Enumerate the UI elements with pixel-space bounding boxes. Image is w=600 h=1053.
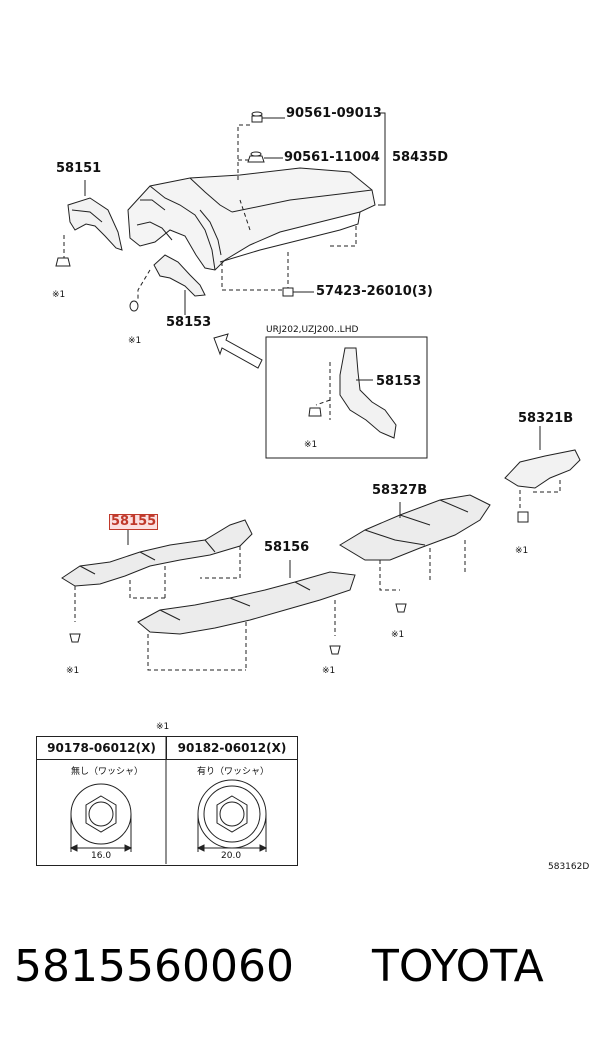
table-header-col1: 90178-06012(X) [37, 737, 167, 760]
table-desc-col1: 無し（ワッシャ） [71, 767, 144, 777]
heat-insulator-58435d [127, 167, 376, 271]
note-mark: ※1 [66, 666, 80, 676]
footer-part-number: 5815560060 [14, 941, 294, 992]
label-58156: 58156 [264, 540, 310, 555]
note-mark: ※1 [391, 630, 405, 640]
label-90561-09013: 90561-09013 [286, 106, 382, 121]
bracket-58153 [153, 254, 206, 297]
table-size-col1: 16.0 [91, 851, 112, 861]
label-58327b: 58327B [372, 483, 428, 498]
panel-58327b [339, 494, 491, 561]
footer-brand: TOYOTA [372, 941, 544, 992]
note-mark: ※1 [304, 440, 318, 450]
label-58155-highlighted: 58155 [109, 514, 159, 530]
note-mark: ※1 [322, 666, 336, 676]
direction-arrow [213, 333, 263, 369]
bracket-58151 [67, 197, 123, 251]
table-size-col2: 20.0 [221, 851, 242, 861]
note-mark: ※1 [128, 336, 142, 346]
panel-58156 [137, 571, 356, 635]
fastener-table: 90178-06012(X) 90182-06012(X) 無し（ワッシャ） 有… [36, 736, 298, 866]
panel-58321b [504, 449, 581, 489]
table-header-col2: 90182-06012(X) [167, 737, 297, 760]
note-mark: ※1 [52, 290, 66, 300]
panel-58155 [61, 519, 253, 587]
table-desc-col2: 有り（ワッシャ） [197, 767, 270, 777]
label-58321b: 58321B [518, 411, 574, 426]
inset-title: URJ202,UZJ200..LHD [266, 325, 359, 335]
label-57423: 57423-26010(3) [316, 284, 433, 299]
note-mark: ※1 [515, 546, 529, 556]
label-58151: 58151 [56, 161, 102, 176]
diagram-code: 583162D [548, 862, 590, 872]
label-90561-11004: 90561-11004 [284, 150, 380, 165]
label-58435d: 58435D [392, 150, 449, 165]
table-note-mark: ※1 [156, 722, 170, 732]
label-58153-inset: 58153 [376, 374, 422, 389]
label-58153-main: 58153 [166, 315, 212, 330]
